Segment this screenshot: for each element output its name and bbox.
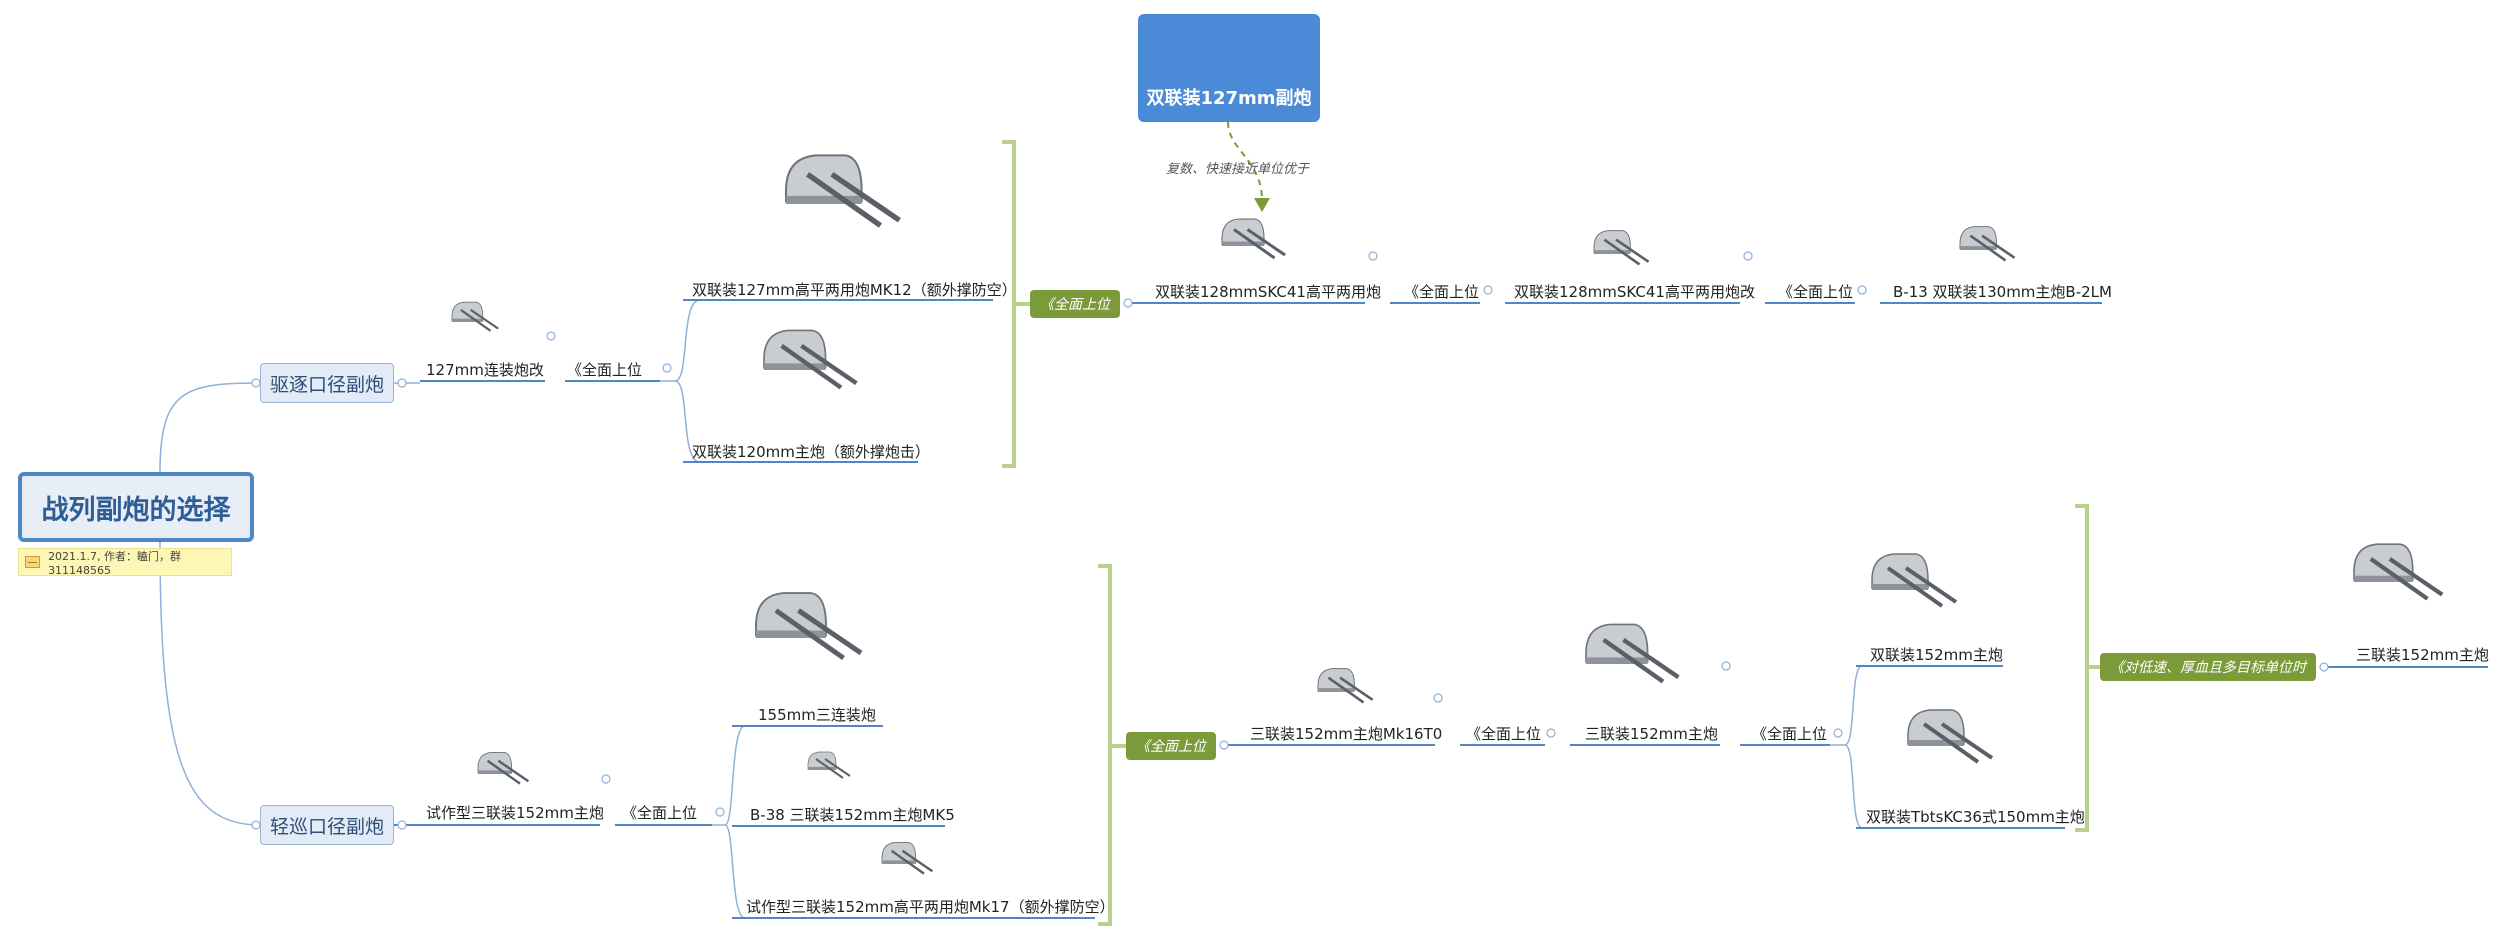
collapse-toggle-icon[interactable]	[2319, 662, 2329, 672]
collapse-toggle-icon[interactable]	[1368, 251, 1378, 261]
collapse-toggle-icon[interactable]	[1546, 728, 1556, 738]
collapse-toggle-icon[interactable]	[662, 363, 672, 373]
topic-mk17[interactable]: 试作型三联装152mm高平两用炮Mk17（额外撑防空）	[746, 898, 1115, 916]
branch-destroyer[interactable]: 驱逐口径副炮	[260, 363, 394, 403]
floating-topic[interactable]: 双联装127mm副炮	[1138, 14, 1320, 122]
topic-120mm[interactable]: 双联装120mm主炮（额外撑炮击）	[692, 443, 930, 461]
arrow-label: 《全面上位	[567, 361, 643, 379]
turret-icon	[1586, 624, 1678, 681]
collapse-toggle-icon[interactable]	[251, 820, 261, 830]
note-icon	[25, 556, 41, 568]
collapse-toggle-icon[interactable]	[1721, 661, 1731, 671]
turret-icon	[476, 751, 530, 785]
collapse-toggle-icon[interactable]	[1219, 740, 1229, 750]
arrow-label: 《全面上位	[622, 804, 698, 822]
arrow-label: 《全面上位	[1404, 283, 1480, 301]
tag-bottom[interactable]: 《全面上位	[1126, 732, 1216, 760]
branch-cruiser[interactable]: 轻巡口径副炮	[260, 805, 394, 845]
arrow-label: 《全面上位	[1466, 725, 1542, 743]
tag-right[interactable]: 《对低速、厚血且多目标单位时	[2100, 653, 2316, 681]
collapse-toggle-icon[interactable]	[251, 378, 261, 388]
relation-label: 复数、快速接近单位优于	[1166, 162, 1310, 177]
turret-icon	[786, 155, 899, 225]
topic-155mm[interactable]: 155mm三连装炮	[758, 706, 876, 724]
connector	[159, 541, 261, 826]
collapse-toggle-icon[interactable]	[397, 378, 407, 388]
arrow-label: 《全面上位	[1752, 725, 1828, 743]
turret-icon	[807, 751, 851, 779]
topic-triple-152[interactable]: 三联装152mm主炮	[1585, 725, 1718, 743]
topic-twin-152[interactable]: 双联装152mm主炮	[1870, 646, 2003, 664]
note-text: 2021.1.7, 作者：瞌门，群311148565	[48, 549, 182, 577]
turret-icon	[1906, 708, 1994, 764]
topic-b13[interactable]: B-13 双联装130mm主炮B-2LM	[1893, 283, 2112, 301]
turret-icon	[1220, 217, 1287, 260]
connector	[159, 382, 261, 473]
topic-prototype-152[interactable]: 试作型三联装152mm主炮	[426, 804, 604, 822]
collapse-toggle-icon[interactable]	[1123, 298, 1133, 308]
topic-triple-152-final[interactable]: 三联装152mm主炮	[2356, 646, 2489, 664]
collapse-toggle-icon[interactable]	[397, 820, 407, 830]
collapse-toggle-icon[interactable]	[715, 807, 725, 817]
root-note[interactable]: 2021.1.7, 作者：瞌门，群311148565	[18, 548, 232, 577]
turret-icon	[1316, 667, 1374, 704]
collapse-toggle-icon[interactable]	[1857, 285, 1867, 295]
topic-skc41[interactable]: 双联装128mmSKC41高平两用炮	[1155, 283, 1381, 301]
turret-icon	[1958, 225, 2016, 262]
topic-tbtskc36[interactable]: 双联装TbtsKC36式150mm主炮	[1866, 808, 2085, 826]
topic-mk12[interactable]: 双联装127mm高平两用炮MK12（额外撑防空）	[692, 281, 1017, 299]
collapse-toggle-icon[interactable]	[1743, 251, 1753, 261]
arrow-label: 《全面上位	[1778, 283, 1854, 301]
collapse-toggle-icon[interactable]	[1483, 285, 1493, 295]
collapse-toggle-icon[interactable]	[601, 774, 611, 784]
turret-icon	[1592, 229, 1650, 266]
collapse-toggle-icon[interactable]	[1833, 728, 1843, 738]
turret-icon	[1870, 552, 1958, 608]
collapse-toggle-icon[interactable]	[546, 331, 556, 341]
topic-b38[interactable]: B-38 三联装152mm主炮MK5	[750, 806, 955, 824]
turret-icon	[450, 301, 500, 332]
bracket	[1098, 564, 1112, 926]
turret-icon	[2354, 544, 2442, 599]
turret-icon	[880, 841, 934, 875]
turret-icon	[756, 593, 861, 658]
central-topic[interactable]: 战列副炮的选择	[18, 472, 254, 542]
bracket	[2075, 504, 2089, 832]
topic-127mm-lianzhuang[interactable]: 127mm连装炮改	[426, 361, 544, 379]
topic-skc41-kai[interactable]: 双联装128mmSKC41高平两用炮改	[1514, 283, 1755, 301]
tag-top[interactable]: 《全面上位	[1030, 290, 1120, 318]
collapse-toggle-icon[interactable]	[1433, 693, 1443, 703]
turret-icon	[764, 330, 856, 387]
bracket	[1002, 140, 1016, 468]
topic-mk16[interactable]: 三联装152mm主炮Mk16T0	[1250, 725, 1443, 743]
